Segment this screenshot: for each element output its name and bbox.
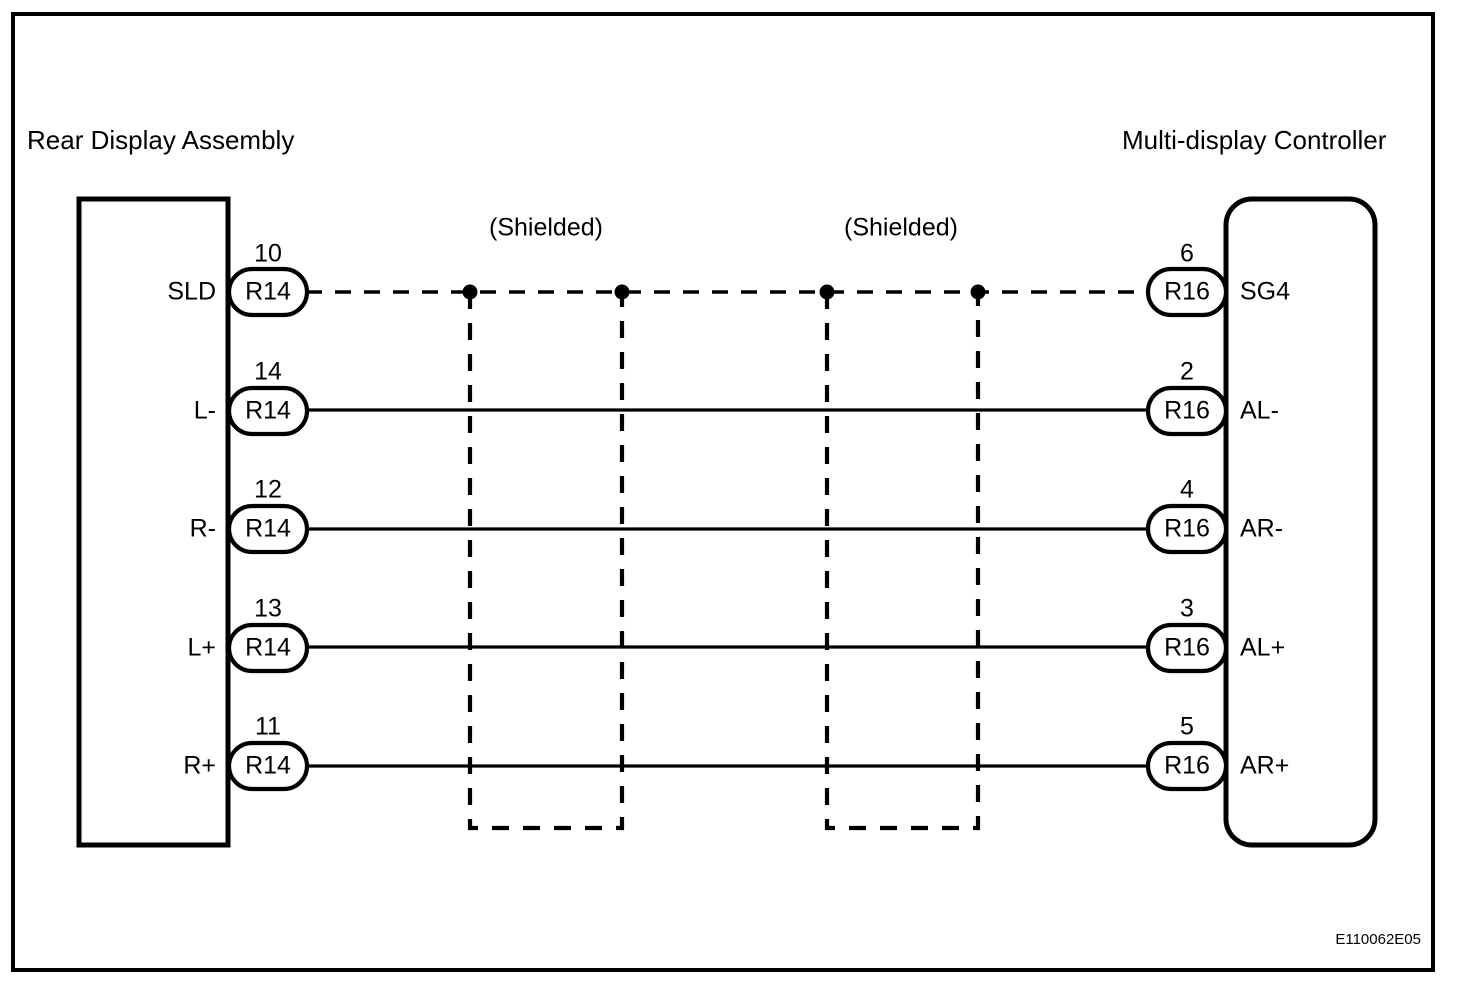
left-pin-3-number: 12	[254, 476, 282, 504]
left-pin-2-code: R14	[245, 397, 291, 425]
right-pin-2-signal: AL-	[1240, 397, 1279, 425]
right-pin-5[interactable]: R16 5 AR+	[1145, 713, 1289, 792]
right-pin-1-number: 6	[1180, 240, 1194, 268]
shield-junction-dot-1b	[614, 284, 630, 300]
left-pin-4[interactable]: R14 13 L+	[187, 595, 310, 674]
shield-group-1	[462, 284, 630, 831]
left-pin-5-number: 11	[255, 713, 281, 741]
left-pin-3[interactable]: R14 12 R-	[190, 476, 310, 555]
diagram-id-code: E110062E05	[1335, 931, 1421, 948]
right-pin-1-capsule[interactable]	[1145, 266, 1229, 318]
left-pin-1-capsule[interactable]	[226, 266, 310, 318]
right-pin-1-signal: SG4	[1240, 278, 1290, 306]
right-pin-4[interactable]: R16 3 AL+	[1145, 595, 1285, 674]
left-pin-5-signal: R+	[183, 752, 216, 780]
right-pin-2-code: R16	[1164, 397, 1210, 425]
left-pin-2-capsule[interactable]	[226, 385, 310, 437]
left-pin-4-capsule[interactable]	[226, 622, 310, 674]
right-pin-3[interactable]: R16 4 AR-	[1145, 476, 1283, 555]
left-connector-body	[76, 196, 231, 848]
right-pin-2[interactable]: R16 2 AL-	[1145, 358, 1279, 437]
shield-junction-dot-1a	[462, 284, 478, 300]
right-component-title: Multi-display Controller	[1122, 125, 1387, 155]
left-pin-2-number: 14	[254, 358, 282, 386]
left-pin-4-code: R14	[245, 634, 291, 662]
right-pin-5-code: R16	[1164, 752, 1210, 780]
right-pin-4-capsule[interactable]	[1145, 622, 1229, 674]
left-pin-2-signal: L-	[194, 397, 216, 425]
right-pin-2-capsule[interactable]	[1145, 385, 1229, 437]
left-pin-3-code: R14	[245, 515, 291, 543]
left-pin-4-signal: L+	[187, 634, 216, 662]
left-component-title: Rear Display Assembly	[27, 125, 294, 155]
right-pin-4-number: 3	[1180, 595, 1194, 623]
right-pin-3-signal: AR-	[1240, 515, 1283, 543]
left-pin-1-number: 10	[254, 240, 282, 268]
right-pin-4-code: R16	[1164, 634, 1210, 662]
left-pin-1-signal: SLD	[167, 278, 216, 306]
shield-enclosure-1	[467, 292, 625, 831]
shield-junction-dot-2b	[970, 284, 986, 300]
left-pin-3-signal: R-	[190, 515, 216, 543]
right-pin-3-capsule[interactable]	[1145, 503, 1229, 555]
right-pin-5-signal: AR+	[1240, 752, 1289, 780]
left-pin-2[interactable]: R14 14 L-	[194, 358, 310, 437]
left-pin-5-capsule[interactable]	[226, 740, 310, 792]
left-pin-5[interactable]: R14 11 R+	[183, 713, 310, 792]
right-pin-1[interactable]: R16 6 SG4	[1145, 240, 1290, 318]
right-pin-1-code: R16	[1164, 278, 1210, 306]
shield-junction-dot-2a	[819, 284, 835, 300]
shield-caption-1: (Shielded)	[489, 214, 603, 242]
left-pin-3-capsule[interactable]	[226, 503, 310, 555]
left-pin-1[interactable]: R14 10 SLD	[167, 240, 310, 318]
right-pin-3-number: 4	[1180, 476, 1194, 504]
shield-group-2	[819, 284, 986, 831]
right-pin-5-number: 5	[1180, 713, 1194, 741]
shield-enclosure-2	[824, 292, 981, 831]
diagram-frame	[11, 12, 1435, 972]
right-pin-2-number: 2	[1180, 358, 1194, 386]
left-pin-5-code: R14	[245, 752, 291, 780]
left-pin-1-code: R14	[245, 278, 291, 306]
right-pin-5-capsule[interactable]	[1145, 740, 1229, 792]
right-pin-3-code: R16	[1164, 515, 1210, 543]
shield-caption-2: (Shielded)	[844, 214, 958, 242]
right-pin-4-signal: AL+	[1240, 634, 1285, 662]
left-pin-4-number: 13	[254, 595, 282, 623]
